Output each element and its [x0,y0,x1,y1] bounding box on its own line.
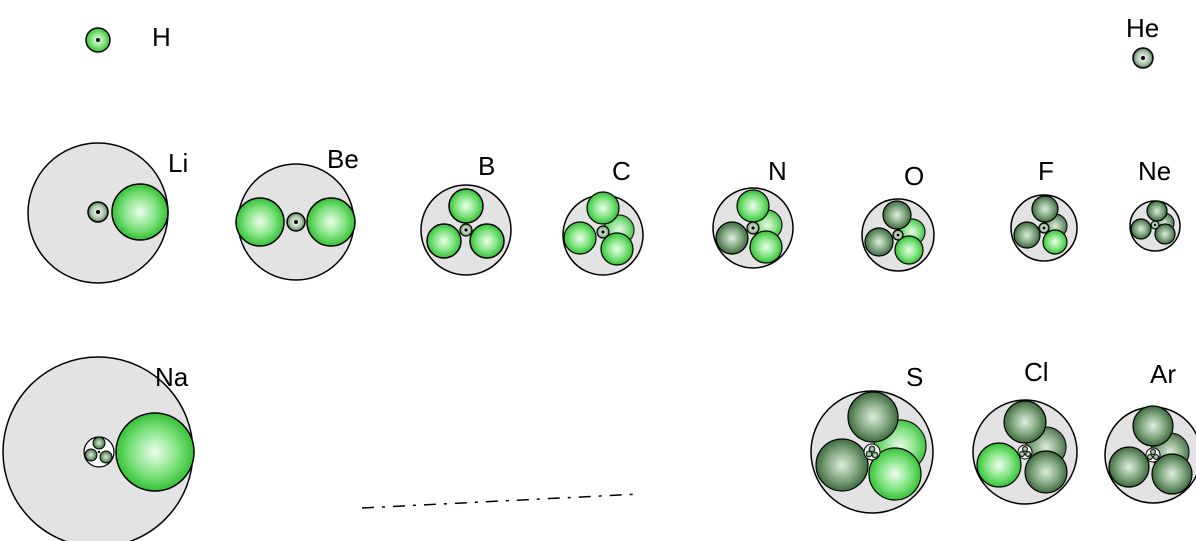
atom-ne [1129,200,1181,252]
label-ne: Ne [1138,156,1171,186]
atom-ar [1104,405,1196,504]
atom-f [1010,194,1078,262]
atom-cl [972,399,1078,505]
label-na: Na [155,362,189,392]
atom-s [810,390,934,514]
label-cl: Cl [1024,357,1049,387]
atom-c [562,191,644,276]
label-c: C [612,156,631,186]
label-h: H [152,22,171,52]
label-b: B [478,151,495,181]
atom-h [85,27,111,53]
atom-li [27,142,169,284]
atom-be [235,163,356,281]
label-n: N [768,156,787,186]
atom-na [2,356,195,541]
label-o: O [904,161,924,191]
label-ar: Ar [1150,359,1176,389]
atom-n [712,187,794,269]
label-li: Li [168,148,188,178]
label-he: He [1126,13,1159,43]
atom-he [1132,47,1154,69]
label-s: S [906,362,923,392]
label-f: F [1038,156,1054,186]
atom-o [861,198,935,272]
atom-b [420,184,512,276]
continuation-line [361,493,641,509]
label-be: Be [327,144,359,174]
